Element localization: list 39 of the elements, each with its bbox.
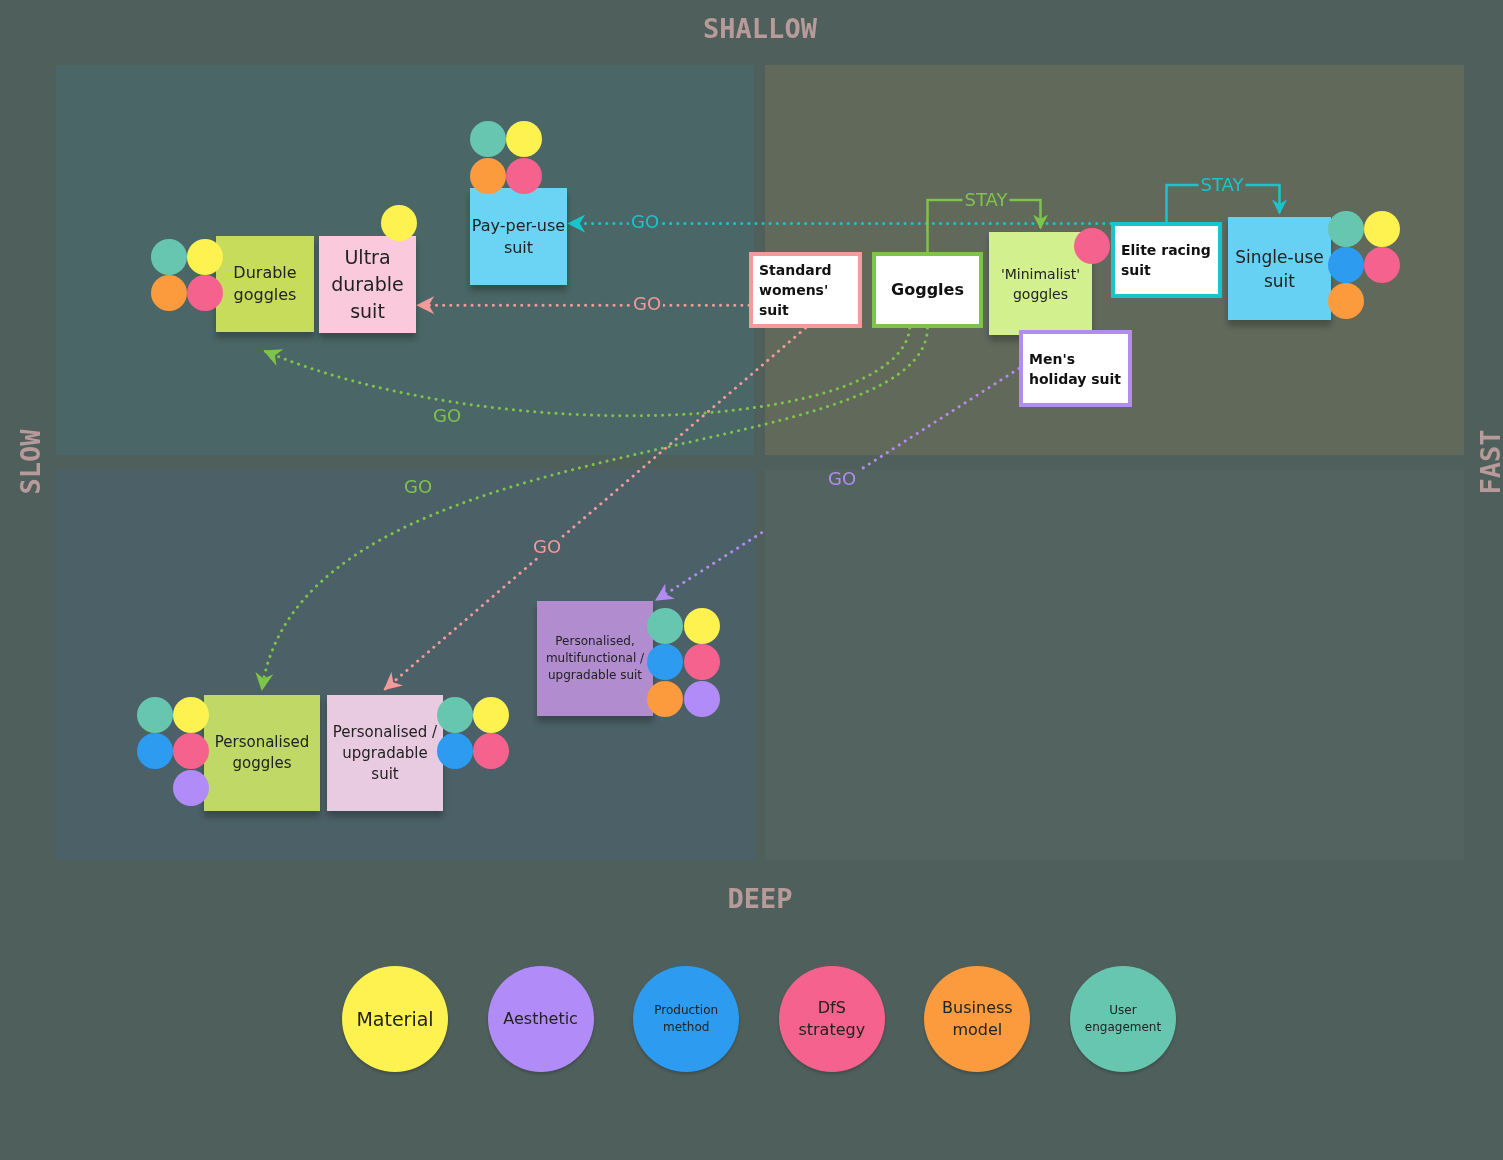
note-text: Personalised, multifunctional / upgradable suit <box>544 633 646 684</box>
note-text: Durable goggles <box>232 262 298 306</box>
note-text: Standard womens' suit <box>759 261 833 320</box>
note-text: Men's holiday suit <box>1029 349 1122 389</box>
note-text: 'Minimalist' goggles <box>999 264 1082 304</box>
legend-label: DfS strategy <box>797 997 867 1041</box>
note-text: Personalised goggles <box>213 732 311 774</box>
axis-label: FAST <box>1474 429 1503 495</box>
legend-label: Aesthetic <box>502 1008 579 1030</box>
outlined-card <box>1019 330 1132 407</box>
note-text: Elite racing suit <box>1121 241 1212 280</box>
sticky-note <box>537 601 653 716</box>
sticky-note <box>470 188 567 285</box>
arrow <box>383 326 807 691</box>
note-text: Single-use suit <box>1234 245 1325 293</box>
arrow <box>263 326 912 417</box>
outlined-card <box>872 252 983 328</box>
legend-label: Material <box>355 1006 435 1032</box>
axis-label: SHALLOW <box>703 12 817 44</box>
legend-label: Business model <box>941 997 1014 1041</box>
sticky-note <box>327 695 443 811</box>
sticky-note <box>204 695 320 811</box>
sticky-note <box>216 236 314 332</box>
outlined-card <box>749 252 862 328</box>
arrow <box>258 326 929 691</box>
sticky-note <box>319 236 416 333</box>
arrow <box>416 296 751 315</box>
sticky-note <box>989 232 1092 335</box>
legend-label: Production method <box>653 1002 720 1036</box>
note-text: Personalised / upgradable suit <box>331 721 439 785</box>
legend-label: User engagement <box>1083 1002 1163 1036</box>
axis-label: DEEP <box>727 882 793 914</box>
note-text: Goggles <box>891 279 964 301</box>
note-text: Pay-per-use suit <box>470 214 567 259</box>
outlined-card <box>1111 222 1222 298</box>
arrow <box>567 214 1113 233</box>
note-text: Ultra durable suit <box>330 245 405 324</box>
sticky-note <box>1228 217 1331 320</box>
axis-label: SLOW <box>14 429 46 495</box>
